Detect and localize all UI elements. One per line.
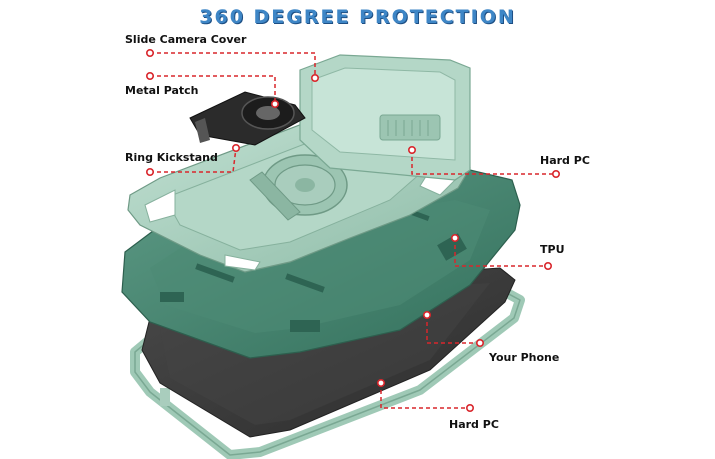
leader-lines xyxy=(150,52,556,409)
label-metal-patch: Metal Patch xyxy=(125,84,199,97)
diagram-title: 360 DEGREE PROTECTION xyxy=(199,6,516,28)
label-ring-kickstand: Ring Kickstand xyxy=(125,151,218,164)
slide-camera-cover xyxy=(299,54,471,181)
label-your-phone: Your Phone xyxy=(489,351,560,364)
label-tpu: TPU xyxy=(540,243,565,256)
label-slide-camera-cover: Slide Camera Cover xyxy=(125,33,247,46)
label-hard-pc-top: Hard PC xyxy=(540,154,590,167)
leader-endpoints xyxy=(146,48,560,412)
label-hard-pc-bottom: Hard PC xyxy=(449,418,499,431)
